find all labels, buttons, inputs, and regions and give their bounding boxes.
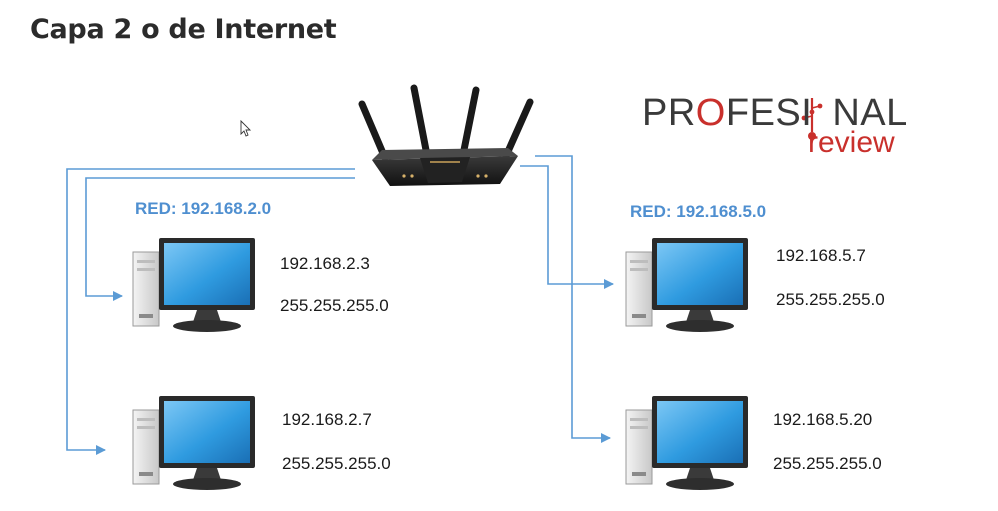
host-ip: 192.168.5.20 — [773, 410, 873, 429]
link-router-to-pc-2-7 — [66, 168, 355, 455]
link-router-to-pc-2-3 — [85, 177, 355, 301]
host-mask: 255.255.255.0 — [773, 454, 882, 473]
desktop-computer-icon — [132, 396, 255, 490]
connection-lines — [66, 155, 614, 455]
host-ip: 192.168.2.7 — [282, 410, 372, 429]
logo-text: PR — [642, 92, 696, 134]
logo-emblem — [801, 98, 823, 140]
mouse-cursor-icon — [240, 119, 252, 137]
page-title: Capa 2 o de Internet — [30, 14, 337, 45]
desktop-computer-icon — [625, 396, 748, 490]
network-label-right: RED: 192.168.5.0 — [630, 202, 767, 221]
host-ip: 192.168.5.7 — [776, 246, 866, 265]
logo-subtitle: review — [808, 126, 895, 159]
logo-wordmark: PROFESI NAL — [642, 92, 908, 135]
logo-text: NAL — [832, 92, 908, 134]
host-ip: 192.168.2.3 — [280, 254, 370, 273]
link-router-to-pc-5-20 — [535, 155, 611, 443]
desktop-computer-icon — [625, 238, 748, 332]
link-router-to-pc-5-7 — [520, 165, 614, 289]
host-mask: 255.255.255.0 — [776, 290, 885, 309]
network-label-left: RED: 192.168.2.0 — [135, 199, 272, 218]
desktop-computer-icon — [132, 238, 255, 332]
computers — [132, 238, 748, 490]
logo-text-accent: O — [695, 92, 726, 134]
host-mask: 255.255.255.0 — [282, 454, 391, 473]
logo-text: FESI — [725, 92, 813, 134]
router-icon — [358, 84, 534, 186]
host-mask: 255.255.255.0 — [280, 296, 389, 315]
